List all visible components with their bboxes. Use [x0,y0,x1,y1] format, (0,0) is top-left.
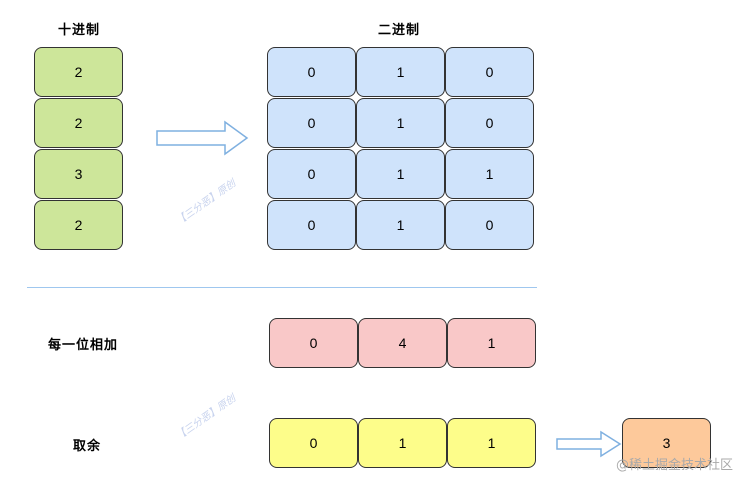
decimal-cell: 2 [34,98,123,148]
decimal-cell: 2 [34,200,123,250]
binary-title: 二进制 [378,23,421,38]
binary-cell: 0 [267,98,356,148]
binary-cell: 1 [356,200,445,250]
binary-cell: 1 [356,149,445,199]
sum-cell: 0 [269,318,358,368]
binary-cell: 0 [267,47,356,97]
modulo-cell: 1 [358,418,447,468]
binary-cell: 0 [445,47,534,97]
binary-cell: 1 [445,149,534,199]
binary-cell: 0 [445,200,534,250]
convert-arrow-icon [156,120,249,156]
binary-cell: 0 [267,149,356,199]
decimal-cell: 2 [34,47,123,97]
modulo-cell: 1 [447,418,536,468]
section-divider [27,287,537,288]
sum-label: 每一位相加 [48,338,119,353]
result-cell: 3 [622,418,711,468]
binary-cell: 1 [356,98,445,148]
modulo-label: 取余 [73,439,102,454]
decimal-cell: 3 [34,149,123,199]
watermark: 【三分恶】原创 [174,178,238,228]
binary-cell: 0 [445,98,534,148]
result-arrow-icon [556,430,622,458]
site-watermark: @稀土掘金技术社区 [615,458,733,473]
binary-cell: 1 [356,47,445,97]
binary-cell: 0 [267,200,356,250]
watermark: 【三分恶】原创 [174,393,238,443]
decimal-title: 十进制 [58,23,101,38]
modulo-cell: 0 [269,418,358,468]
sum-cell: 1 [447,318,536,368]
sum-cell: 4 [358,318,447,368]
